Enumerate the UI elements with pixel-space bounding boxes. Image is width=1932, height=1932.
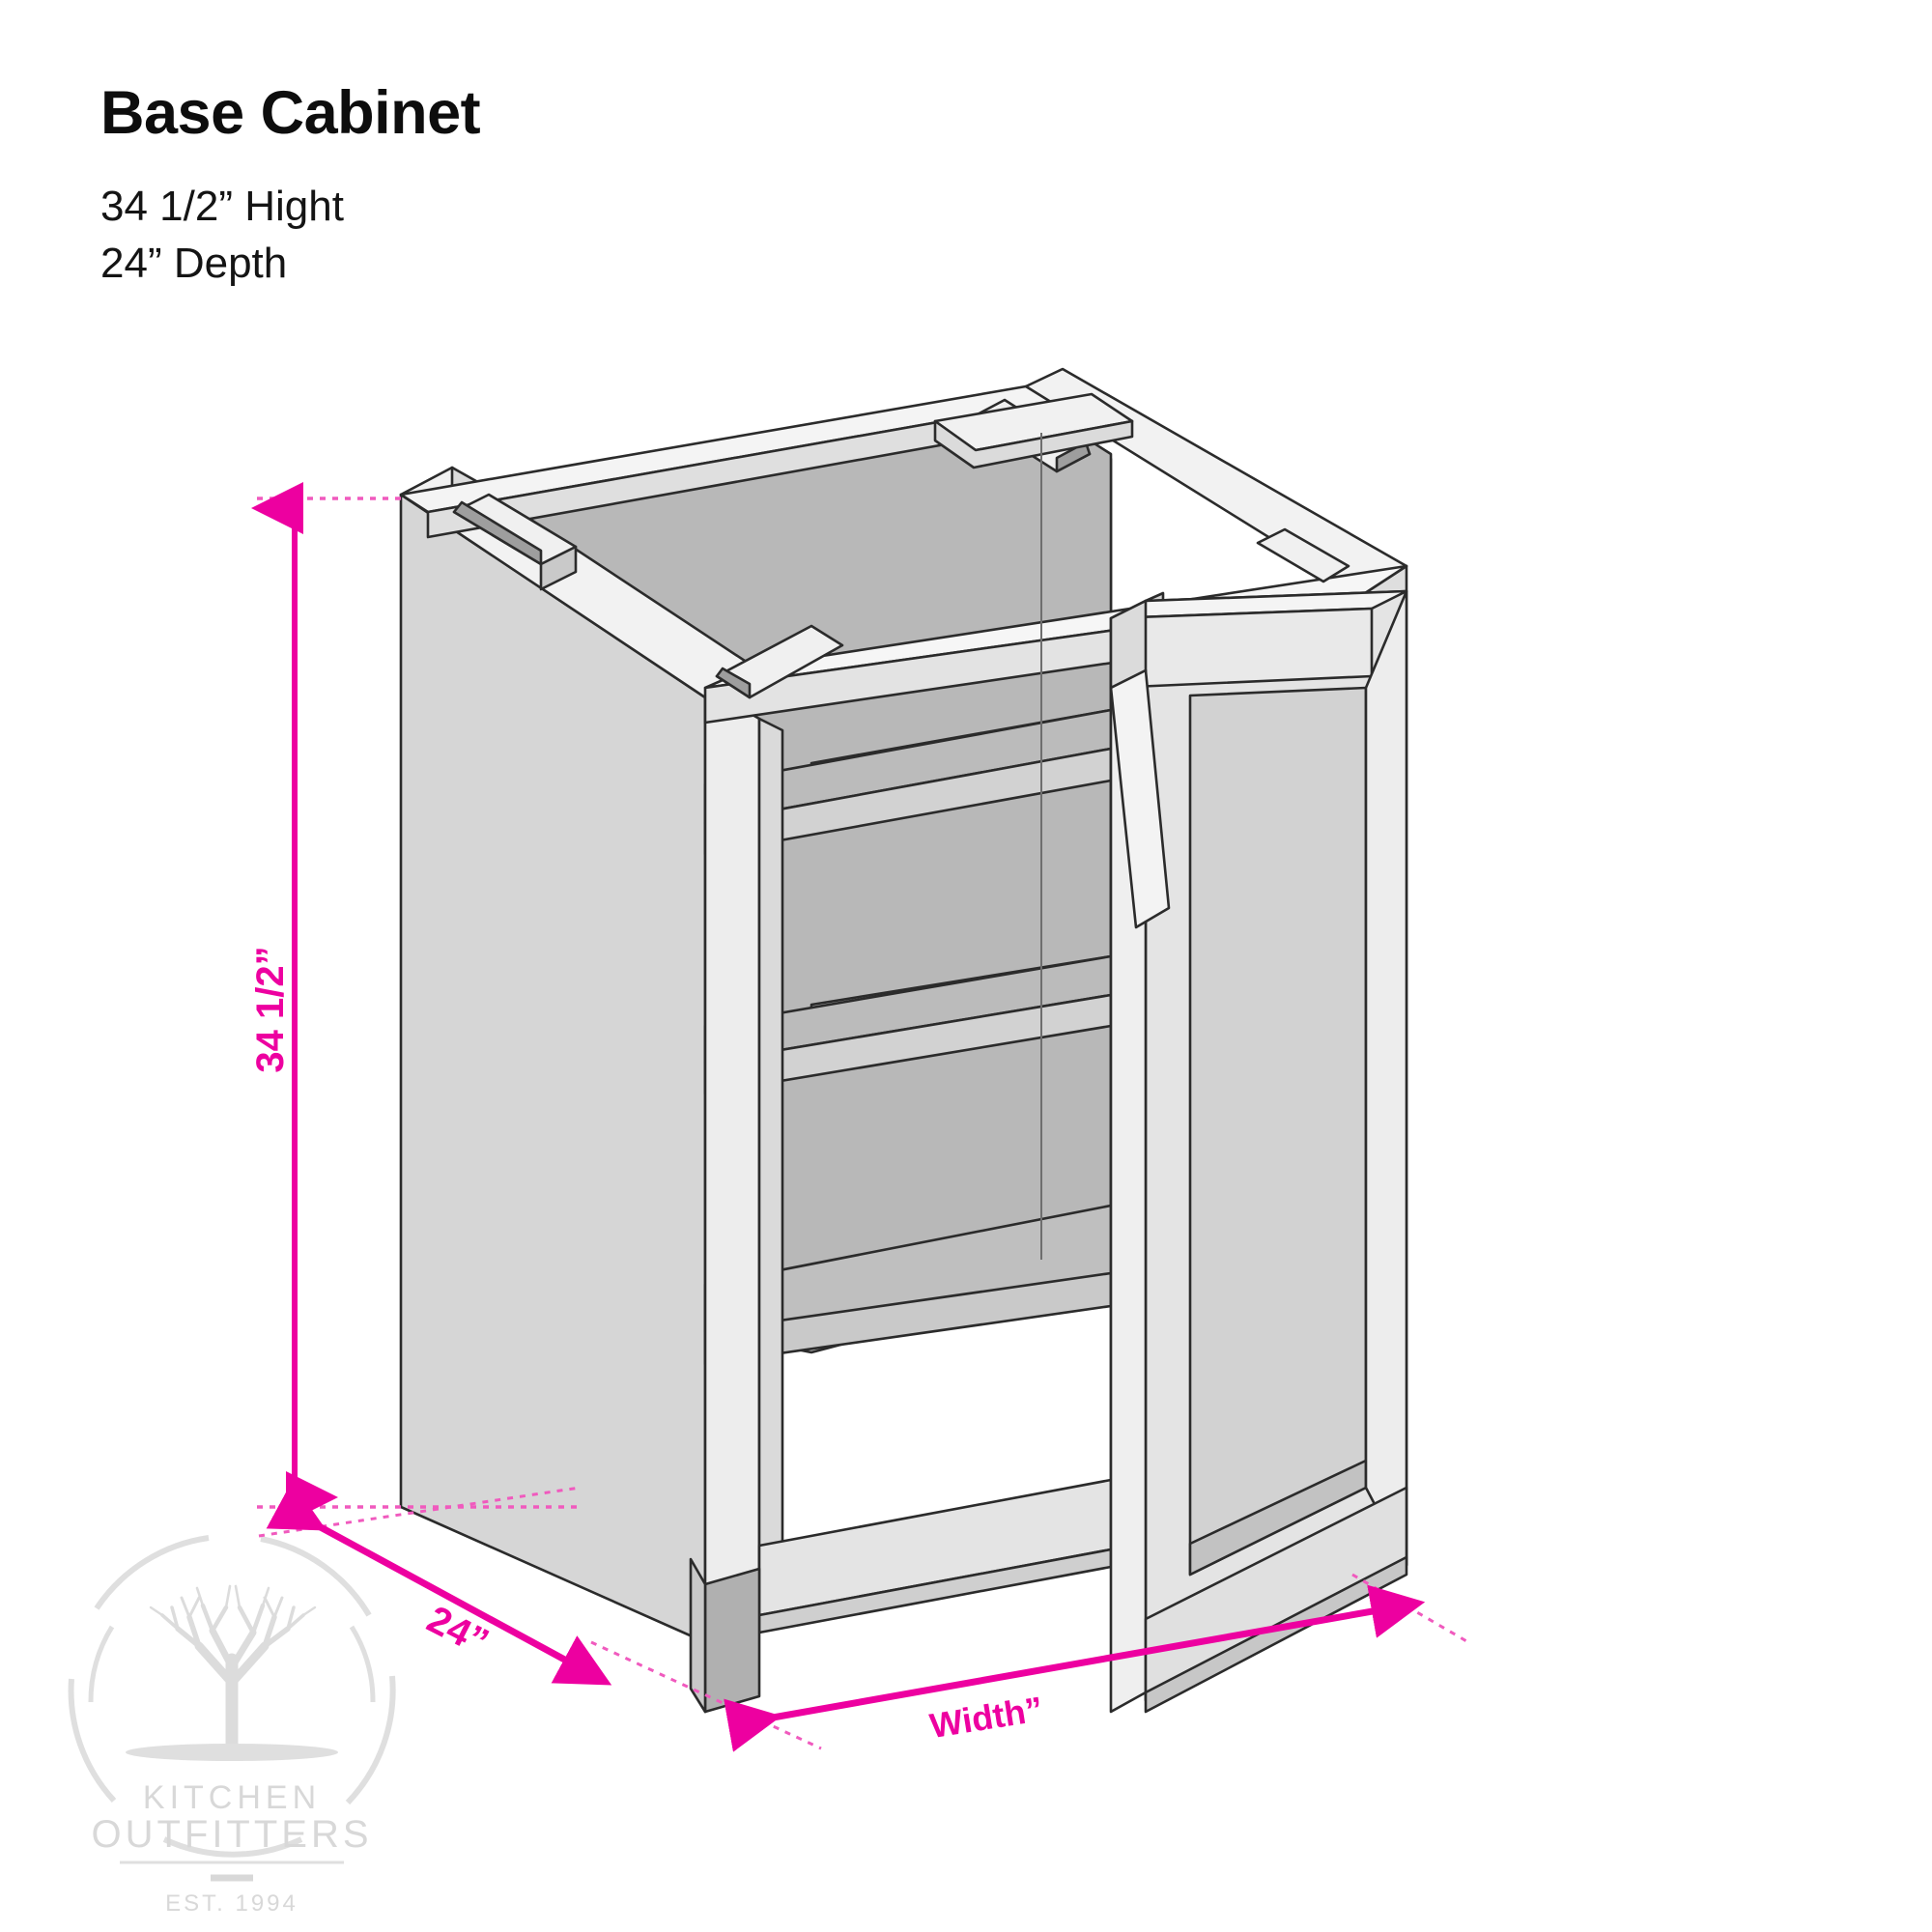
corner-brace-front-left-shade [452, 500, 543, 566]
watermark-brand-line-1: KITCHEN [143, 1779, 321, 1816]
corner-brace-front-right-shade [715, 667, 752, 699]
depth-dimension-line [266, 1481, 612, 1686]
width-ext-line-left [590, 1640, 822, 1750]
width-dimension-line [724, 1584, 1426, 1752]
title-block: Base Cabinet 34 1/2” Hight 24” Depth [100, 83, 970, 292]
depth-dimension-label: 24” [420, 1598, 495, 1663]
toe-kick-side [689, 1557, 707, 1714]
spec-depth: 24” Depth [100, 239, 288, 287]
corner-brace-back-left [1256, 527, 1350, 583]
door-hinge-reveal [1109, 668, 1171, 929]
tree-ground-shadow [126, 1744, 338, 1761]
width-dimension-label: Width” [927, 1689, 1046, 1746]
page-title: Base Cabinet [100, 79, 481, 147]
watermark-established: EST. 1994 [165, 1890, 298, 1917]
spec-height: 34 1/2” Hight [100, 183, 344, 230]
corner-brace-front-left-edge [539, 545, 578, 591]
watermark-brand-line-2: OUTFITTERS [91, 1813, 372, 1856]
center-stretcher-face [933, 419, 1134, 469]
height-dimension-label: 34 1/2” [249, 946, 292, 1072]
depth-ext-line [258, 1486, 581, 1538]
